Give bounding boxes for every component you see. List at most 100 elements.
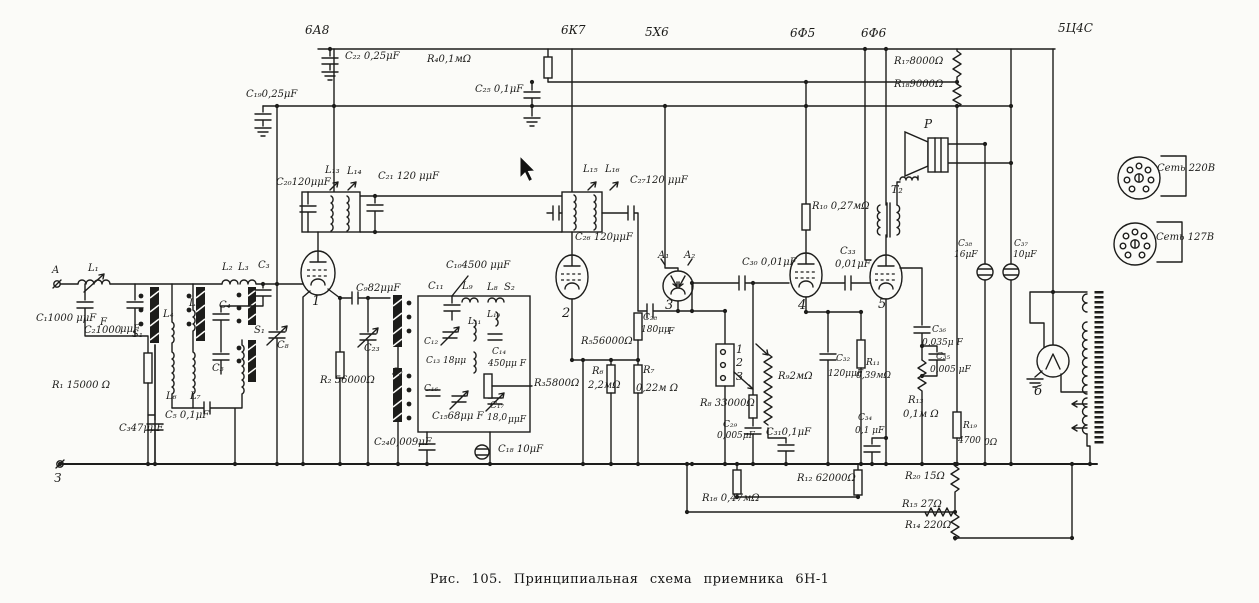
tube-4-6f5 xyxy=(789,81,871,465)
component-label: C₂₅ 0,1μF xyxy=(475,84,524,95)
component-label: 3 xyxy=(736,370,743,383)
tube-1-6a8 xyxy=(300,231,391,465)
component-label: C₂₇120 μμF xyxy=(630,175,688,186)
tube-number-6: б xyxy=(1034,384,1042,399)
component-label: C₂₀120μμF xyxy=(276,177,331,188)
component-label: T₂ xyxy=(891,183,903,196)
component-label: R₉2мΩ xyxy=(778,371,813,382)
tube-number-4: 4 xyxy=(798,298,807,313)
tube-label-6f6: 6Ф6 xyxy=(861,26,887,40)
component-label: R₁₃ xyxy=(908,395,924,406)
component-label: R₄0,1мΩ xyxy=(427,54,472,65)
component-label: C₃₆ xyxy=(932,325,947,335)
component-label: C₁₂ xyxy=(424,337,439,347)
detector-tube-3 xyxy=(660,105,694,312)
antenna-input-section xyxy=(52,273,223,465)
component-label: L₁₃ xyxy=(325,165,340,176)
component-label: C₃₃ xyxy=(840,246,856,257)
component-label: R₆ xyxy=(592,366,604,377)
component-label: 18,0 xyxy=(487,413,508,423)
component-label: 0,1 μF xyxy=(855,426,885,436)
mouse-cursor xyxy=(519,154,537,183)
tube-2-6k7 xyxy=(555,231,639,465)
component-label: C₁₃ 18μμ xyxy=(426,356,467,366)
component-label: C₅ 0,1μF xyxy=(165,410,210,421)
component-label: 0,1м Ω xyxy=(903,409,939,420)
component-label: C₈ xyxy=(277,340,289,351)
tube-number-1: 1 xyxy=(312,294,321,309)
component-label: L₁₁ xyxy=(468,317,482,327)
component-label: R₁₄ 220Ω xyxy=(905,520,952,531)
component-label: 450μμ F xyxy=(488,359,526,369)
tube-number-2: 2 xyxy=(562,306,571,321)
component-label: 0,39мΩ xyxy=(856,371,891,381)
component-label: L₅ xyxy=(189,298,200,309)
component-label: L₆ xyxy=(166,391,177,402)
component-label: R₁₆ 0,47мΩ xyxy=(702,493,760,504)
detector-output xyxy=(691,275,790,465)
r8-c29 xyxy=(744,282,762,465)
tube-label-5c4s: 5Ц4С xyxy=(1058,21,1093,35)
component-label: R₂₀ 15Ω xyxy=(905,471,945,482)
component-label: C₁₅68μμ F xyxy=(432,411,484,422)
component-label: L₁₄ xyxy=(347,166,362,177)
component-label: Сеть 127В xyxy=(1156,232,1215,243)
tube-label-6a8: 6А8 xyxy=(305,23,330,37)
r4-c25 xyxy=(523,48,553,127)
component-label: C₃ xyxy=(258,260,270,271)
component-label: C₂₄0,009μF xyxy=(374,437,432,448)
component-label: C₁₇ xyxy=(490,401,505,411)
component-label: C₃₅ xyxy=(936,352,951,362)
component-label: μμF xyxy=(508,415,526,425)
component-label: 2,2мΩ xyxy=(588,380,621,391)
component-label: C₂₆ 120μμF xyxy=(575,232,633,243)
component-label: 0Ω xyxy=(984,438,998,448)
component-label: L₁₀ xyxy=(487,310,501,320)
component-label: 16μF xyxy=(954,250,978,260)
component-label: μμF xyxy=(120,324,140,335)
component-label: 2 xyxy=(736,356,743,369)
power-rails xyxy=(59,48,1098,539)
component-label: S₁ xyxy=(132,329,143,340)
component-label: L₂ xyxy=(222,262,233,273)
component-label: 0,005 μF xyxy=(930,365,971,375)
component-label: 120μμF xyxy=(828,369,864,379)
component-label: L₈ xyxy=(487,282,498,293)
component-label: R₁₀ 0,27мΩ xyxy=(812,201,870,212)
component-label: C₁₆ xyxy=(424,384,439,394)
component-label: R₁₉ xyxy=(963,421,977,431)
component-label: C₂₂ 0,25μF xyxy=(345,51,400,62)
component-label: C₂₁ 120 μμF xyxy=(378,171,440,182)
component-label: C₁₄ xyxy=(492,347,507,357)
component-label: R₁₁ xyxy=(866,358,880,368)
component-label: R₁₈9000Ω xyxy=(894,79,944,90)
component-label: A₁ xyxy=(658,250,670,261)
component-label: A xyxy=(52,265,60,276)
component-label: C₂₈ xyxy=(643,313,658,323)
if-transformer-1 xyxy=(299,48,384,233)
volume-pot-r9-c31 xyxy=(755,343,795,465)
component-label: S₂ xyxy=(504,282,515,293)
component-label: C₃₂ xyxy=(836,354,851,364)
component-label: R₇ xyxy=(643,365,655,376)
component-label: C₁1000 μμF xyxy=(36,313,97,324)
rectifier-power-section xyxy=(1026,48,1104,465)
component-label: R₂ 56000Ω xyxy=(320,375,375,386)
component-label: C₃₀ 0,01μF xyxy=(742,257,797,268)
component-label: C₂₃ xyxy=(364,343,380,354)
tube-number-3: 3 xyxy=(665,298,674,313)
tube-5-6f6-output xyxy=(863,48,946,465)
component-label: 10μF xyxy=(1013,250,1037,260)
mains-sockets xyxy=(1113,155,1187,266)
component-label: C₂₉ xyxy=(723,420,738,430)
junction-dots xyxy=(57,46,1093,541)
avc-line-and-c8 xyxy=(254,105,288,465)
component-label: 0,035μ F xyxy=(922,338,963,348)
component-label: C₁₀4500 μμF xyxy=(446,260,511,271)
component-label: L₉ xyxy=(462,281,473,292)
component-label: L₃ xyxy=(238,262,249,273)
figure-caption: Рис. 105. Принципиальная схема приемника… xyxy=(429,572,830,587)
component-label: R₁ 15000 Ω xyxy=(52,380,110,391)
